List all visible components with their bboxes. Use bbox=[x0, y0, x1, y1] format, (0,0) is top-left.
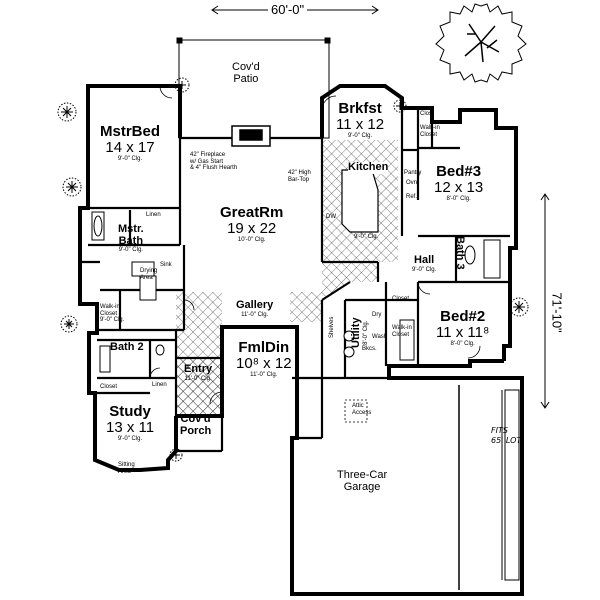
room-mstrbed: MstrBed 14 x 17 9'-0" Clg. bbox=[100, 123, 161, 162]
tree bbox=[435, 3, 527, 83]
bath2-linen-note: Linen bbox=[152, 382, 167, 388]
door-swings bbox=[149, 85, 481, 405]
room-kitchen: Kitchen bbox=[348, 161, 389, 174]
sink-note: Sink bbox=[160, 262, 172, 268]
room-study: Study 13 x 11 9'-0" Clg. bbox=[106, 403, 155, 442]
shrub bbox=[60, 315, 78, 333]
wash-note: Wash bbox=[372, 334, 388, 340]
garage-details bbox=[344, 385, 520, 590]
room-fmldin: FmlDin 10⁸ x 12 11'-0" Clg. bbox=[236, 339, 292, 378]
room-gallery: Gallery 11'-0" Clg. bbox=[236, 299, 274, 318]
room-bed2: Bed#2 11 x 11⁸ 8'-0" Clg. bbox=[436, 308, 490, 347]
room-bath3: Bath 3 bbox=[454, 236, 466, 270]
shrub bbox=[174, 77, 190, 93]
room-bed3: Bed#3 12 x 13 8'-0" Clg. bbox=[434, 163, 484, 202]
ref-note: Ref. bbox=[406, 194, 418, 200]
master-linen-note: Linen bbox=[146, 212, 161, 218]
room-brkfst: Brkfst 11 x 12 9'-0" Clg. bbox=[336, 100, 385, 139]
closet-wc-note: Clost bbox=[420, 111, 434, 117]
attic-access-note: Attic Access bbox=[352, 403, 372, 416]
shrub bbox=[62, 177, 82, 197]
room-porch: Cov'd Porch bbox=[180, 413, 212, 437]
walkin-master-note: Walk-in Closet 9'-0" Clg. bbox=[100, 304, 125, 324]
room-patio: Cov'd Patio bbox=[232, 61, 260, 85]
shrub bbox=[57, 102, 77, 122]
interior-walls bbox=[80, 108, 510, 453]
study-closet-note: Closet bbox=[100, 384, 118, 390]
oven-note: Ovn bbox=[406, 180, 418, 186]
drying-area-note: Drying Area bbox=[140, 268, 158, 281]
sitting-area-note: Sitting Area bbox=[118, 462, 135, 475]
room-hall: Hall 9'-0" Clg. bbox=[412, 254, 437, 273]
dw-note: DW bbox=[326, 214, 336, 220]
walkin-bed3-note: Walk-in Closet bbox=[420, 125, 440, 138]
shrub bbox=[393, 99, 407, 113]
exterior-walls bbox=[78, 84, 524, 596]
room-greatrm: GreatRm 19 x 22 10'-0" Clg. bbox=[220, 204, 284, 243]
hall-closet-note: Closet bbox=[392, 296, 410, 302]
bath-fixtures bbox=[91, 211, 501, 373]
walkin-bed2-note: Walk-in Closet bbox=[392, 325, 412, 338]
room-entry: Entry 11'-0" Clg. bbox=[184, 363, 213, 382]
landscape-trees bbox=[57, 3, 529, 462]
kitchen-clg: 9'-0" Clg. bbox=[354, 234, 379, 240]
pantry-note: Pantry bbox=[404, 170, 422, 176]
dryer-note: Dry bbox=[372, 312, 382, 318]
fireplace bbox=[231, 125, 271, 147]
shrub bbox=[169, 448, 183, 462]
room-utility: Utility 8'-0" Clg. bbox=[350, 317, 369, 348]
fits-lot-note: FITS 65' LOT bbox=[491, 426, 522, 445]
overall-depth-dim: 71'-10" bbox=[549, 289, 565, 336]
kitchen-island bbox=[341, 169, 379, 233]
room-mstrbath: Mstr. Bath 9'-0" Clg. bbox=[118, 223, 144, 254]
fireplace-note: 42" Fireplace w/ Gas Start & 4" Flush He… bbox=[190, 152, 238, 172]
room-garage: Three-Car Garage bbox=[337, 469, 388, 493]
bartop-note: 42" High Bar-Top bbox=[288, 170, 311, 183]
patio-outline bbox=[176, 37, 331, 139]
bkcs-note: Bkcs. bbox=[362, 346, 377, 352]
room-bath2: Bath 2 bbox=[110, 341, 144, 353]
overall-width-dim: 60'-0" bbox=[268, 2, 308, 17]
shelves-note: Shelves bbox=[329, 316, 335, 338]
shrub bbox=[509, 297, 529, 317]
